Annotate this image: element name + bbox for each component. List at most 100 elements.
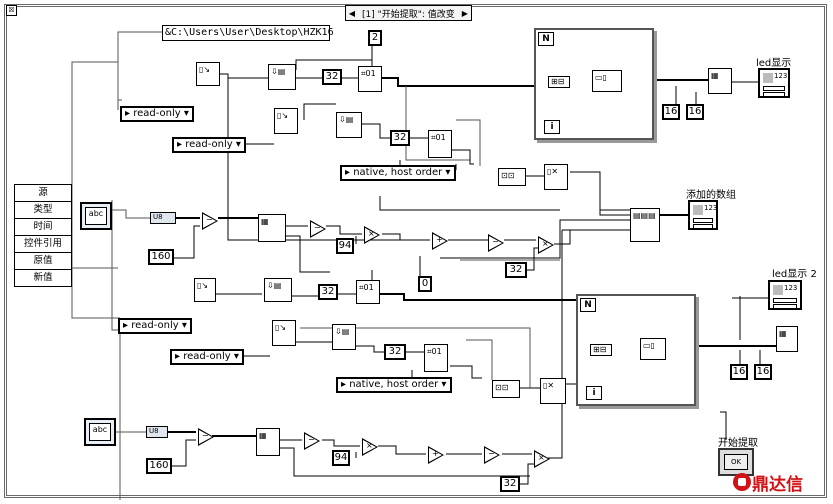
read-only-ring[interactable]: ▸ read-only ▾ xyxy=(172,137,246,153)
read-binary-node[interactable]: ⌗01 xyxy=(428,130,452,158)
close-file-node[interactable]: ▯✕ xyxy=(540,378,566,404)
read-only-ring[interactable]: ▸ read-only ▾ xyxy=(118,318,192,334)
read-only-ring[interactable]: ▸ read-only ▾ xyxy=(120,106,194,122)
multiply-node[interactable]: × xyxy=(534,450,550,468)
led-display-2-indicator[interactable]: 123 xyxy=(768,280,802,310)
close-file-node[interactable]: ▯✕ xyxy=(544,164,568,190)
constant-160[interactable]: 160 xyxy=(146,458,172,474)
reshape-2d-node[interactable]: ▦ xyxy=(776,326,798,352)
loop-count-terminal[interactable]: N xyxy=(538,32,554,46)
start-extract-button-terminal[interactable]: OK xyxy=(718,448,754,476)
array-reshape-node[interactable]: ▭▯ xyxy=(592,70,622,92)
to-u8-array-node[interactable]: U8 xyxy=(146,426,168,438)
increment-arrow-icon[interactable]: ▶ xyxy=(461,8,468,18)
constant-32[interactable]: 32 xyxy=(384,344,406,360)
set-file-position-node[interactable]: ⇩▤ xyxy=(264,278,292,302)
decrement-node[interactable]: − xyxy=(488,234,504,252)
constant-16[interactable]: 16 xyxy=(754,364,772,380)
added-array-label: 添加的数组 xyxy=(686,190,736,201)
case-selector-label[interactable]: [1] "开始提取": 值改变 xyxy=(362,9,455,20)
constant-160[interactable]: 160 xyxy=(148,249,174,265)
index-array-node[interactable]: ▦ xyxy=(258,214,286,242)
index-array-icon: ▦ xyxy=(259,431,267,440)
read-binary-icon: ⌗01 xyxy=(431,133,446,142)
multiply-node[interactable]: × xyxy=(538,236,554,254)
constant-32[interactable]: 32 xyxy=(390,130,410,146)
ring-value: native, host order xyxy=(349,379,439,390)
string-control-terminal[interactable]: abc xyxy=(84,418,116,446)
subtract-node[interactable]: − xyxy=(198,428,214,446)
to-u8-array-node[interactable]: U8 xyxy=(150,212,176,224)
unbundle-node[interactable]: ⊡⊡ xyxy=(498,168,526,186)
for-loop[interactable]: N i ⊞⊟ ▭▯ xyxy=(534,28,654,140)
unbundle-icon: ⊡⊡ xyxy=(495,383,509,392)
constant-94[interactable]: 94 xyxy=(332,450,350,466)
constant-32[interactable]: 32 xyxy=(505,262,527,278)
constant-32[interactable]: 32 xyxy=(500,476,520,492)
string-control-terminal[interactable]: abc xyxy=(80,202,112,230)
led-row-icon xyxy=(763,92,785,97)
open-file-node[interactable]: ▯↘ xyxy=(274,108,298,134)
read-binary-node[interactable]: ⌗01 xyxy=(356,280,380,304)
constant-2[interactable]: 2 xyxy=(368,30,382,46)
set-file-position-node[interactable]: ⇩▤ xyxy=(336,112,362,138)
add-node[interactable]: + xyxy=(428,446,444,464)
event-data-item: 新值 xyxy=(33,272,53,283)
reshape-icon: ▦ xyxy=(779,329,787,338)
reshape-2d-node[interactable]: ▦ xyxy=(708,68,732,94)
constant-16[interactable]: 16 xyxy=(662,104,680,120)
constant-94[interactable]: 94 xyxy=(336,238,354,254)
build-array-icon: ▤▤▤ xyxy=(633,211,656,220)
event-data-node[interactable]: 源 类型 时间 控件引用 原值 新值 xyxy=(14,184,72,287)
set-file-position-node[interactable]: ⇩▤ xyxy=(268,64,296,90)
pin-icon[interactable]: ☒ xyxy=(6,5,17,16)
byte-order-ring[interactable]: ▸ native, host order ▾ xyxy=(340,165,456,181)
set-file-position-node[interactable]: ⇩▤ xyxy=(332,324,356,350)
array-reshape-node[interactable]: ▭▯ xyxy=(640,338,666,360)
plus-icon: + xyxy=(432,449,439,458)
event-data-item: 控件引用 xyxy=(15,236,71,253)
path-constant[interactable]: &C:\Users\User\Desktop\HZK16 xyxy=(162,25,334,41)
constant-0[interactable]: 0 xyxy=(418,276,432,292)
minus-icon: − xyxy=(314,223,321,232)
subtract-node[interactable]: − xyxy=(202,212,218,230)
byte-order-ring[interactable]: ▸ native, host order ▾ xyxy=(336,377,452,393)
ring-dot-icon: ▸ xyxy=(175,351,184,362)
open-file-node[interactable]: ▯↘ xyxy=(194,278,216,302)
constant-16[interactable]: 16 xyxy=(730,364,748,380)
add-node[interactable]: + xyxy=(432,232,448,250)
constant-32[interactable]: 32 xyxy=(318,284,338,300)
multiply-node[interactable]: × xyxy=(364,226,380,244)
read-binary-node[interactable]: ⌗01 xyxy=(358,66,382,92)
constant-32[interactable]: 32 xyxy=(322,69,342,85)
open-file-node[interactable]: ▯↘ xyxy=(196,62,220,86)
read-binary-node[interactable]: ⌗01 xyxy=(424,344,448,372)
added-array-indicator[interactable]: 123 xyxy=(688,200,718,230)
byte-to-bool-node[interactable]: ⊞⊟ xyxy=(590,344,612,356)
byte-to-bool-node[interactable]: ⊞⊟ xyxy=(548,76,570,88)
loop-count-terminal[interactable]: N xyxy=(580,298,596,312)
decrement-node[interactable]: − xyxy=(484,446,500,464)
array-row-icon xyxy=(693,224,713,229)
chevron-down-icon: ▾ xyxy=(438,379,447,390)
unbundle-node[interactable]: ⊡⊡ xyxy=(492,380,520,398)
led-display-indicator[interactable]: 123 xyxy=(758,68,790,98)
open-file-node[interactable]: ▯↘ xyxy=(272,320,296,346)
led-grid-icon xyxy=(773,285,783,295)
event-data-item: 原值 xyxy=(15,253,71,270)
index-array-node[interactable]: ▦ xyxy=(256,428,280,456)
reshape-icon: ▭▯ xyxy=(643,341,655,350)
start-extract-label: 开始提取 xyxy=(718,438,758,449)
multiply-icon: × xyxy=(542,239,549,248)
convert-icon: ⊞⊟ xyxy=(551,77,565,86)
decrement-node[interactable]: − xyxy=(310,220,326,238)
event-data-item: 源 xyxy=(15,185,71,202)
decrement-node[interactable]: − xyxy=(304,432,320,450)
multiply-node[interactable]: × xyxy=(362,438,378,456)
for-loop[interactable]: N i ⊞⊟ ▭▯ xyxy=(576,294,696,406)
decrement-arrow-icon[interactable]: ◀ xyxy=(348,8,356,18)
build-array-node[interactable]: ▤▤▤ xyxy=(630,208,660,242)
read-only-ring[interactable]: ▸ read-only ▾ xyxy=(170,349,244,365)
case-selector[interactable]: ◀ [1] "开始提取": 值改变 ▶ xyxy=(345,5,472,21)
constant-16[interactable]: 16 xyxy=(686,104,704,120)
